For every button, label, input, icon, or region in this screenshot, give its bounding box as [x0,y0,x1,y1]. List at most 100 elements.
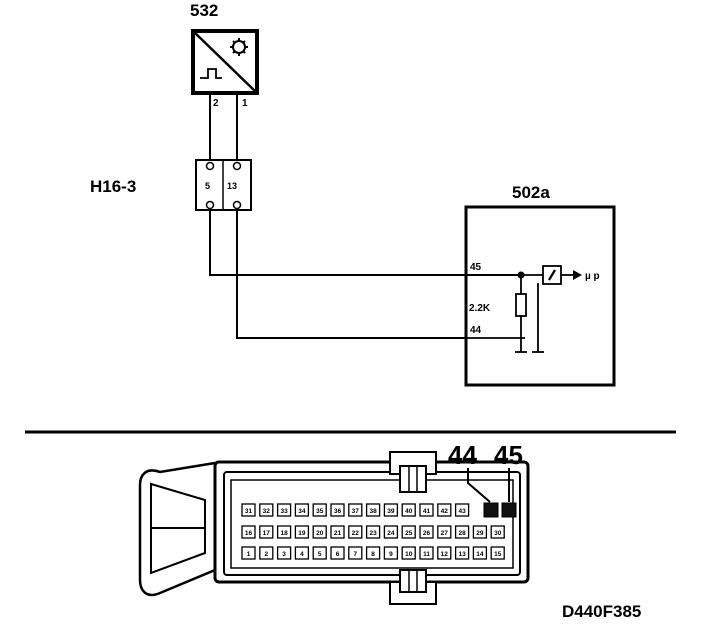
sensor-532 [191,29,259,95]
connector-pin [241,525,256,539]
sensor-pin-1: 1 [242,98,248,109]
connector-pin [348,525,363,539]
junction-dot [517,271,525,279]
callout-45: 45 [494,440,523,470]
connector-pin [383,546,399,560]
connector-pin-label: 23 [369,530,377,537]
signal-wires [209,209,521,339]
connector-pin-label: 16 [245,530,253,537]
connector-pin-label: 7 [353,551,357,558]
connector-pin [259,546,274,560]
connector-pin-label: 4 [300,551,304,558]
connector-pin [383,503,399,517]
connector-pin-44-filled [483,502,499,518]
connector-pin-label: 39 [387,508,395,515]
connector-pin [312,546,327,560]
connector-pin-label: 22 [352,530,360,537]
arrow-icon [573,270,582,280]
gear-icon [230,38,248,56]
figure-code: D440F385 [562,602,641,621]
connector-pin [348,503,363,517]
connector-pin [294,525,310,539]
connector-pin-label: 10 [405,551,413,558]
connector-pin-label: 28 [458,530,466,537]
callout-44-leader [467,468,491,503]
connector-pin-label: 32 [263,508,271,515]
connector-pin-label: 18 [280,530,288,537]
connector-block-id: H16-3 [90,177,136,196]
connector-pin [365,503,381,517]
connector-pin-label: 31 [245,508,253,515]
connector-pin [241,503,256,517]
connector-pin-label: 9 [389,551,393,558]
connector-pin [472,546,488,560]
connector-pin-label: 17 [263,530,271,537]
connector-pin [312,503,327,517]
resistor-label: 2.2K [469,303,491,314]
connector-pin-label: 6 [336,551,340,558]
connector-pin [276,525,292,539]
ecu-id: 502a [512,183,550,202]
connector-pin [490,525,505,539]
connector-pin-label: 14 [476,551,484,558]
connector-pin [454,546,470,560]
connector-pin-label: 29 [476,530,484,537]
pulse-icon [200,68,222,79]
connector-pin-label: 40 [405,508,413,515]
connector-pin-label: 2 [264,551,268,558]
sensor-id: 532 [190,1,218,20]
connector-pin [472,525,488,539]
connector-pin [490,546,505,560]
connector-pin [437,525,452,539]
connector-pin [401,546,416,560]
connector-pin-label: 12 [441,551,449,558]
connector-pin [294,546,310,560]
ecu-pin-44: 44 [470,325,482,336]
connector-pin [330,503,345,517]
connector-pin-label: 33 [280,508,288,515]
connector-pin-label: 5 [318,551,322,558]
ecu-internal-circuit [466,265,573,353]
connector-pin [437,503,452,517]
connector-pin-label: 37 [352,508,360,515]
connector-pin-label: 25 [405,530,413,537]
connector-pin [383,525,399,539]
connector-block-h16-3 [195,159,252,211]
ecu-502a-box [464,205,616,387]
connector-pin [437,546,452,560]
connector-pin-label: 20 [316,530,324,537]
connector-pin [401,525,416,539]
connector-pin [294,503,310,517]
sensor-pin-2: 2 [213,98,219,109]
connector-pin [259,525,274,539]
connector-pin-label: 38 [369,508,377,515]
connector-pin-label: 27 [441,530,449,537]
connector-pin [330,525,345,539]
connector-pin [419,525,434,539]
connector-pin-label: 30 [494,530,502,537]
resistor-2-2k [515,293,527,317]
connector-pin [330,546,345,560]
callout-44: 44 [448,440,477,470]
connector-pin-label: 34 [298,508,306,515]
connector-pin-label: 15 [494,551,502,558]
connector-pin-label: 1 [247,551,251,558]
block-pin-5: 5 [205,181,210,191]
connector-pin-label: 35 [316,508,324,515]
connector-pin-label: 21 [334,530,342,537]
block-pin-13: 13 [227,181,237,191]
output-label: µ p [585,271,600,282]
connector-pin-label: 43 [458,508,466,515]
connector-pin [419,546,434,560]
connector-pin [365,546,381,560]
connector-pin [454,525,470,539]
connector-pin-label: 13 [458,551,466,558]
connector-pin [312,525,327,539]
connector-pin [401,503,416,517]
connector-pin-label: 3 [282,551,286,558]
connector-pin-label: 19 [298,530,306,537]
connector-pin-label: 36 [334,508,342,515]
connector-pin-label: 24 [387,530,395,537]
connector-pin-45-filled [501,502,517,518]
